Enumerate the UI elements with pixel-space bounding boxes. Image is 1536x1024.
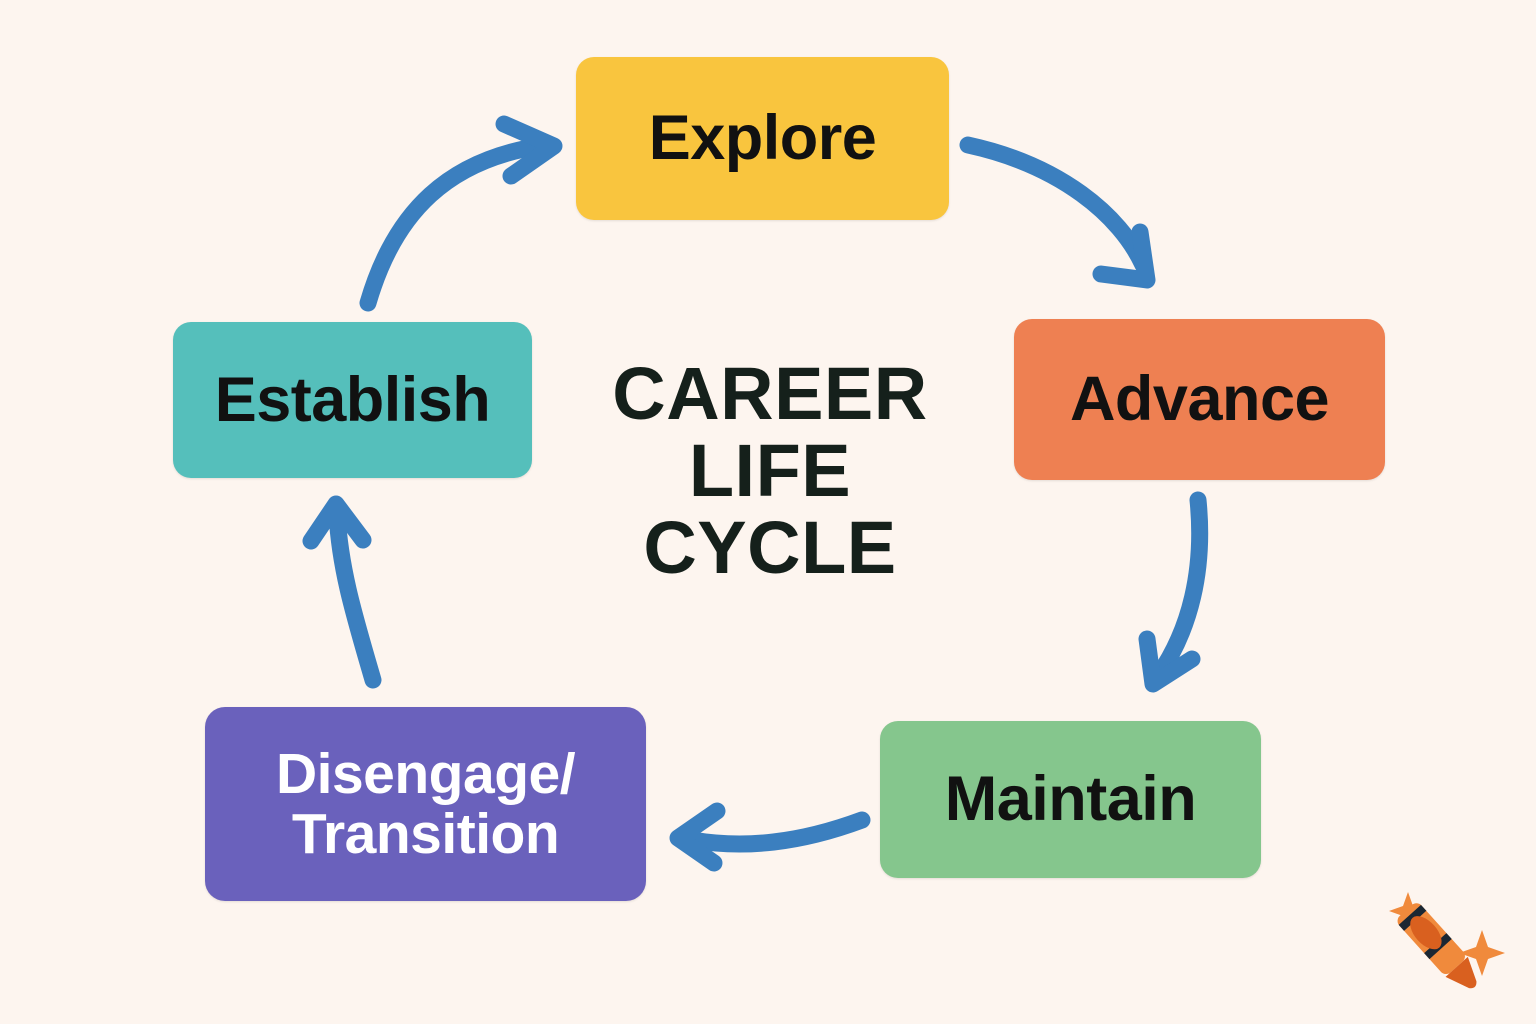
node-maintain[interactable]: Maintain: [880, 721, 1261, 878]
node-establish-label: Establish: [214, 364, 491, 435]
node-advance[interactable]: Advance: [1014, 319, 1385, 480]
node-disengage[interactable]: Disengage/ Transition: [205, 707, 646, 901]
arrow-maintain-to-disengage: [669, 802, 871, 872]
node-maintain-label: Maintain: [944, 764, 1197, 835]
node-disengage-label: Disengage/ Transition: [275, 741, 576, 866]
arrow-establish-to-explore: [359, 115, 563, 312]
node-establish[interactable]: Establish: [173, 322, 532, 478]
arrow-advance-to-maintain: [1138, 491, 1209, 693]
node-explore-label: Explore: [648, 103, 877, 174]
arrow-disengage-to-establish: [302, 495, 382, 689]
node-advance-label: Advance: [1069, 364, 1330, 435]
arrow-explore-to-advance: [959, 136, 1156, 289]
crayon-icon: [1389, 892, 1505, 989]
diagram-center-title: CAREER LIFE CYCLE: [612, 352, 928, 589]
node-explore[interactable]: Explore: [576, 57, 949, 220]
